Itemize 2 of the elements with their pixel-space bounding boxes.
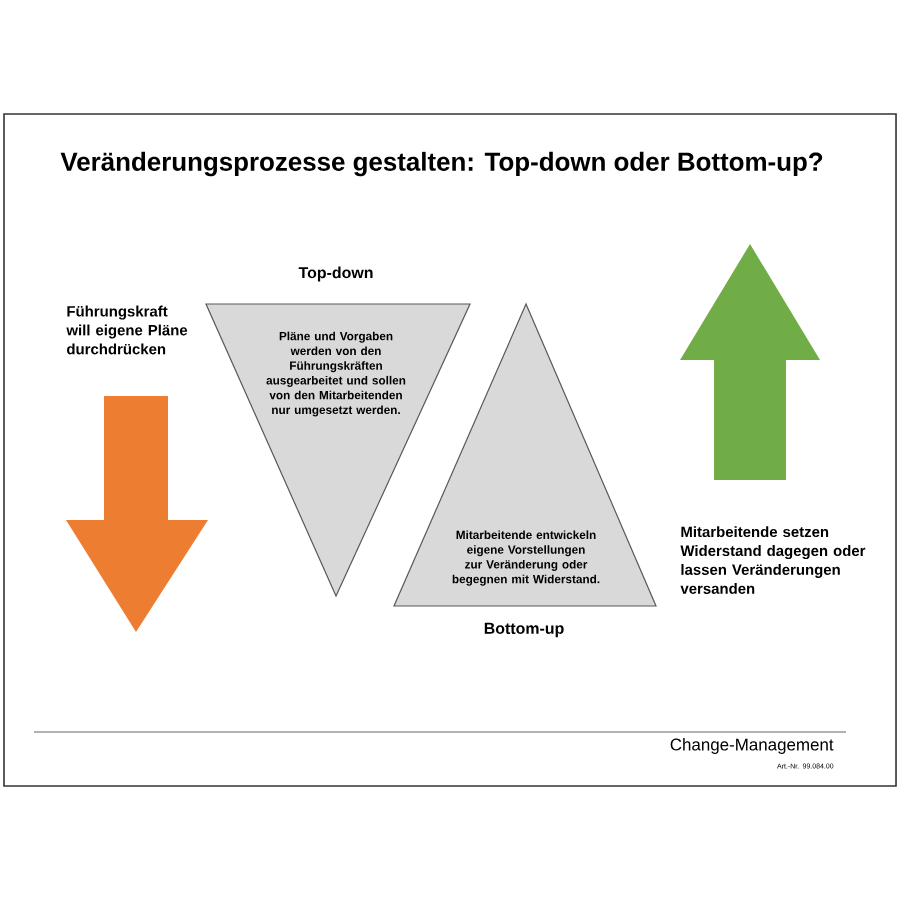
label: Change-Management xyxy=(670,738,834,754)
title: Veränderungsprozesse gestalten: Top-down oder Bottom-up? xyxy=(60,151,823,177)
